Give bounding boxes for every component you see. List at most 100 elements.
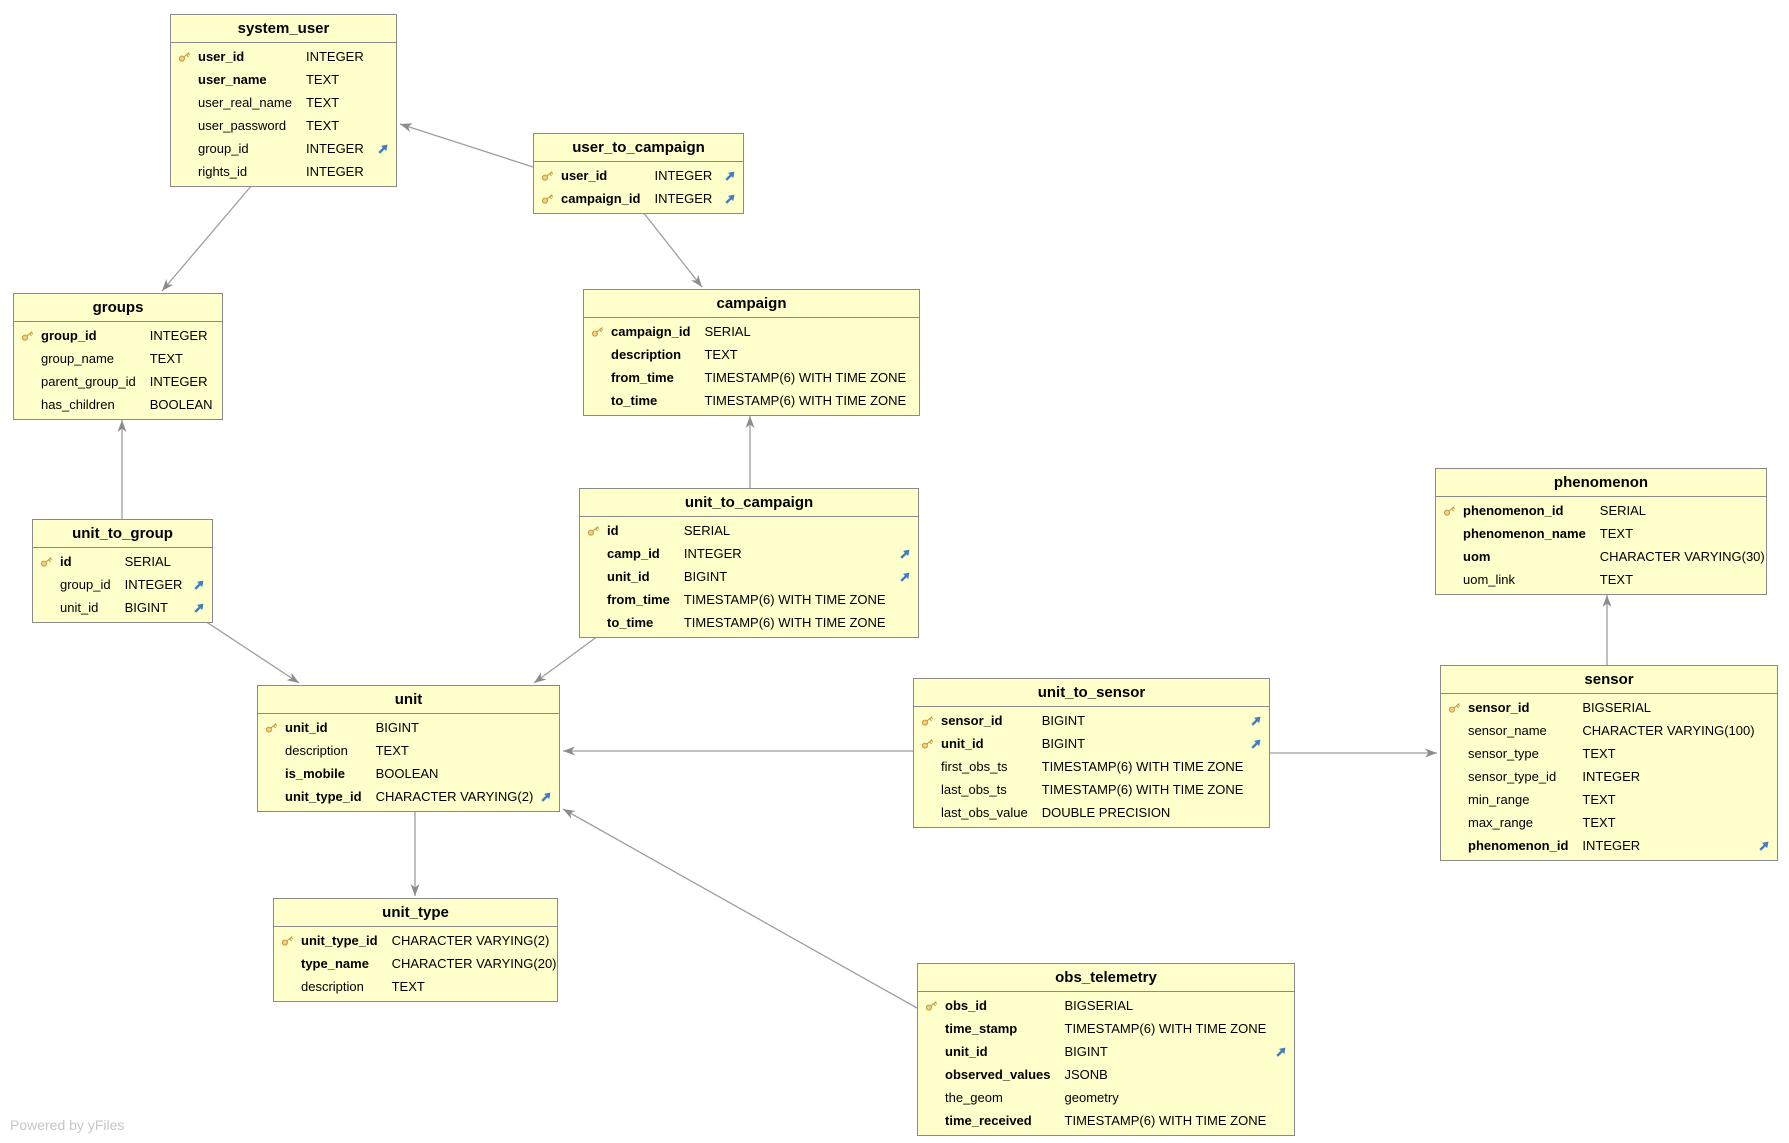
fk-spacer: [1247, 755, 1269, 778]
field-type: TEXT: [1599, 526, 1634, 541]
foreign-key-cell: [721, 164, 743, 187]
field-type: TEXT: [149, 351, 183, 366]
icon-spacer: [258, 785, 285, 808]
field-type: CHARACTER VARYING(20): [391, 956, 557, 971]
field-name: unit_id: [60, 600, 99, 615]
relationship-edge-unit_to_campaign-to-unit: [533, 635, 599, 684]
icon-spacer: [14, 370, 41, 393]
icon-spacer: [274, 975, 301, 998]
fk-spacer: [1755, 719, 1777, 742]
foreign-key-icon: [378, 144, 388, 154]
fk-spacer: [1755, 765, 1777, 788]
field-type: SERIAL: [1599, 503, 1647, 518]
field-type: INTEGER: [1582, 769, 1641, 784]
icon-spacer: [918, 1086, 945, 1109]
icon-spacer: [171, 137, 198, 160]
field-type: TEXT: [305, 72, 340, 87]
primary-key-icon: [925, 1001, 938, 1011]
icon-spacer: [1441, 788, 1468, 811]
primary-key-icon: [541, 171, 554, 181]
field-type: TIMESTAMP(6) WITH TIME ZONE: [1064, 1113, 1267, 1128]
fk-spacer: [557, 952, 579, 975]
field-type: CHARACTER VARYING(30): [1599, 549, 1765, 564]
primary-key-cell: [534, 164, 561, 187]
field-type: BIGSERIAL: [1064, 998, 1134, 1013]
icon-spacer: [1441, 742, 1468, 765]
primary-key-cell: [171, 45, 198, 68]
field-name: unit_type_id: [285, 789, 362, 804]
field-type: TEXT: [1599, 572, 1634, 587]
primary-key-icon: [265, 723, 278, 733]
field-name: unit_id: [607, 569, 650, 584]
field-name: description: [285, 743, 348, 758]
fk-spacer: [1765, 522, 1787, 545]
field-name: phenomenon_name: [1463, 526, 1586, 541]
primary-key-icon: [587, 526, 600, 536]
field-name: first_obs_ts: [941, 759, 1008, 774]
foreign-key-icon: [725, 171, 735, 181]
primary-key-cell: [580, 519, 607, 542]
fk-spacer: [1272, 1109, 1294, 1132]
field-name: camp_id: [607, 546, 660, 561]
icon-spacer: [580, 588, 607, 611]
foreign-key-cell: [190, 573, 212, 596]
icon-spacer: [1441, 765, 1468, 788]
icon-spacer: [584, 366, 611, 389]
fk-spacer: [906, 343, 928, 366]
field-type: TEXT: [391, 979, 425, 994]
fk-spacer: [374, 160, 396, 183]
foreign-key-icon: [1251, 716, 1261, 726]
primary-key-cell: [918, 994, 945, 1017]
field-type: BOOLEAN: [375, 766, 439, 781]
field-type: TIMESTAMP(6) WITH TIME ZONE: [704, 393, 907, 408]
fk-spacer: [557, 975, 579, 998]
field-name: unit_id: [945, 1044, 988, 1059]
relationship-edge-obs_telemetry-to-unit: [562, 808, 918, 1009]
field-type: INTEGER: [1582, 838, 1641, 853]
fk-spacer: [1272, 994, 1294, 1017]
foreign-key-icon: [194, 580, 204, 590]
field-type: TIMESTAMP(6) WITH TIME ZONE: [1041, 759, 1244, 774]
field-name: last_obs_value: [941, 805, 1028, 820]
icon-spacer: [258, 739, 285, 762]
primary-key-icon: [1443, 506, 1456, 516]
table-title: unit_to_sensor: [914, 679, 1269, 707]
icon-spacer: [1436, 522, 1463, 545]
field-name: phenomenon_id: [1468, 838, 1569, 853]
field-type: TIMESTAMP(6) WITH TIME ZONE: [704, 370, 907, 385]
field-name: to_time: [607, 615, 654, 630]
primary-key-cell: [258, 716, 285, 739]
field-name: description: [301, 979, 364, 994]
field-type: BIGSERIAL: [1582, 700, 1652, 715]
relationship-edge-user_to_campaign-to-system_user: [399, 123, 534, 168]
field-name: sensor_type: [1468, 746, 1539, 761]
field-name: campaign_id: [611, 324, 691, 339]
field-name: obs_id: [945, 998, 987, 1013]
primary-key-cell: [534, 187, 561, 210]
fk-spacer: [896, 611, 918, 634]
primary-key-cell: [14, 324, 41, 347]
field-type: BIGINT: [1041, 713, 1086, 728]
primary-key-icon: [21, 331, 34, 341]
field-name: last_obs_ts: [941, 782, 1007, 797]
relationship-edge-unit_to_group-to-unit: [204, 620, 300, 684]
icon-spacer: [1441, 834, 1468, 857]
icon-spacer: [584, 343, 611, 366]
foreign-key-cell: [537, 785, 559, 808]
field-type: BIGINT: [683, 569, 728, 584]
foreign-key-icon: [900, 572, 910, 582]
fk-spacer: [896, 519, 918, 542]
foreign-key-icon: [1759, 841, 1769, 851]
